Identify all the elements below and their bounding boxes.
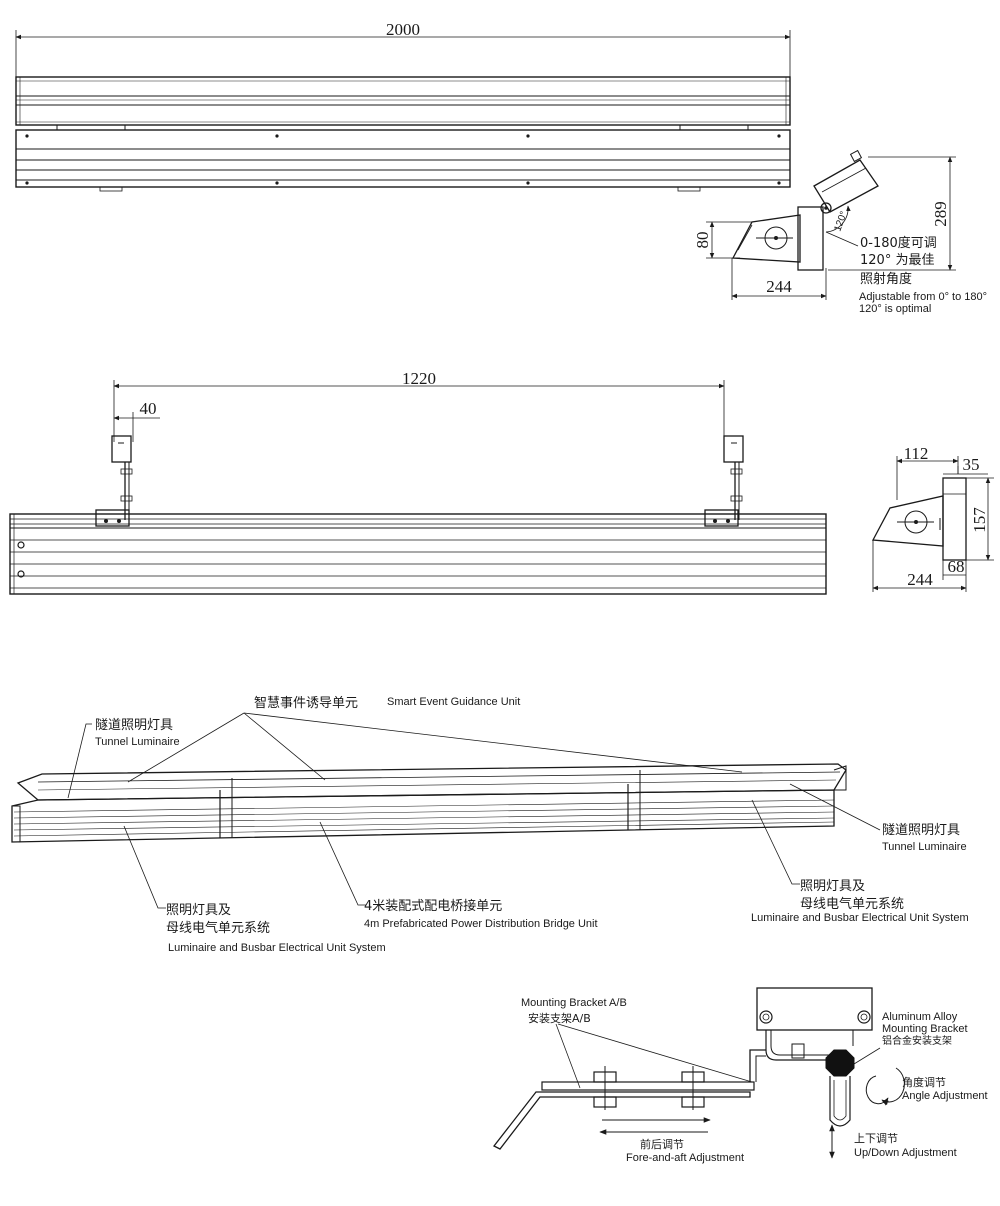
busbar-left-cn-2: 母线电气单元系统 [166,920,270,936]
mount-bracket-ab-en: Mounting Bracket A/B [521,997,627,1009]
bracket-offset-dimension: 40 [140,399,157,418]
profile-total-height-dimension: 289 [931,201,950,227]
side-bottom-offset-dimension: 68 [948,557,965,576]
alu-bracket-en-1: Aluminum Alloy [882,1011,958,1023]
side-view-drawing: 112 35 157 68 244 [871,444,994,592]
side-bottom-width-dimension: 244 [907,570,933,589]
profile-height-dimension: 80 [693,232,712,249]
luminaire-lower-housing [15,129,791,188]
side-height-dimension: 157 [970,507,989,533]
angle-note-cn-2: 120° 为最佳 [860,253,934,268]
angle-rotation-icon [865,1075,889,1105]
hex-nut [825,1049,855,1077]
bridge-unit-cn: 4米装配式配电桥接单元 [364,898,502,914]
luminaire-top-body [15,76,791,126]
angle-adjust-cn: 角度调节 [902,1075,946,1089]
busbar-right-en: Luminaire and Busbar Electrical Unit Sys… [751,912,969,924]
system-perspective-drawing: 智慧事件诱导单元 Smart Event Guidance Unit 隧道照明灯… [11,695,969,954]
busbar-right-cn-1: 照明灯具及 [800,879,865,894]
alu-bracket-cn: 铝合金安装支架 [882,1034,952,1047]
top-view-drawing: 2000 [15,20,791,192]
bracket-detail-drawing: Mounting Bracket A/B 安装支架A/B Aluminum Al… [493,987,988,1164]
smart-unit-label-cn: 智慧事件诱导单元 [254,695,358,711]
angle-note-en-2: 120° is optimal [859,303,931,315]
alu-bracket-en-2: Mounting Bracket [882,1023,968,1035]
busbar-left-cn-1: 照明灯具及 [166,903,231,918]
fore-aft-en: Fore-and-aft Adjustment [626,1152,744,1164]
angle-dimension: 120° [832,210,849,233]
tunnel-luminaire-right-cn: 隧道照明灯具 [882,822,960,838]
bridge-unit-en: 4m Prefabricated Power Distribution Brid… [364,918,598,930]
top-bracket-right [679,124,749,131]
bracket-spacing-dimension: 1220 [402,369,436,388]
tunnel-luminaire-left-cn: 隧道照明灯具 [95,717,173,733]
fore-aft-cn: 前后调节 [640,1137,684,1151]
angle-adjust-en: Angle Adjustment [902,1090,988,1102]
busbar-right-cn-2: 母线电气单元系统 [800,896,904,912]
side-top-offset-dimension: 35 [963,455,980,474]
tunnel-luminaire-left-en: Tunnel Luminaire [95,736,180,748]
tunnel-luminaire-right-en: Tunnel Luminaire [882,841,967,853]
angle-profile-drawing: 289 80 244 120° 0-180度可调 120° 为最佳 照射角 [693,149,987,315]
bracket-reach-dimension: 244 [766,277,792,296]
busbar-left-en: Luminaire and Busbar Electrical Unit Sys… [168,942,386,954]
side-top-width-dimension: 112 [904,444,929,463]
angle-note-cn-3: 照射角度 [860,271,912,287]
angle-note-cn-1: 0-180度可调 [860,235,937,251]
mount-bracket-ab-cn: 安装支架A/B [528,1011,591,1025]
updown-en: Up/Down Adjustment [854,1147,957,1159]
angle-note-en-1: Adjustable from 0° to 180° [859,291,987,303]
overall-length-dimension: 2000 [386,20,420,39]
smart-unit-label-en: Smart Event Guidance Unit [387,696,520,708]
front-body [9,513,827,595]
updown-cn: 上下调节 [854,1132,898,1145]
top-bracket-left [56,124,126,131]
front-view-drawing: 1220 40 [9,369,827,595]
